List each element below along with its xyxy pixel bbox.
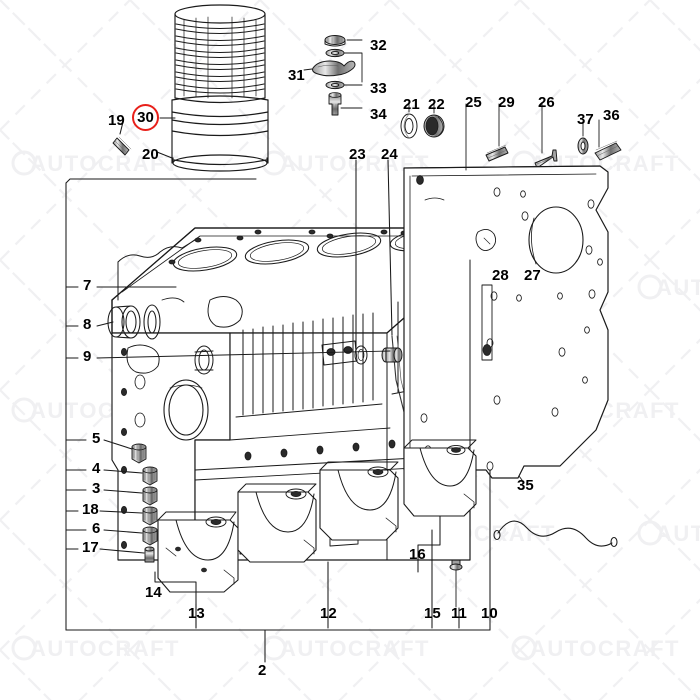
fastener-stack bbox=[131, 443, 158, 563]
callout-16[interactable]: 16 bbox=[409, 546, 426, 563]
svg-text:AUTOCRAFT: AUTOCRAFT bbox=[656, 521, 700, 546]
callout-27[interactable]: 27 bbox=[524, 267, 541, 284]
callout-32[interactable]: 32 bbox=[370, 37, 387, 54]
callout-21[interactable]: 21 bbox=[403, 96, 420, 113]
callout-25[interactable]: 25 bbox=[465, 94, 482, 111]
parts-21-22-seals bbox=[400, 103, 445, 139]
callout-9[interactable]: 9 bbox=[83, 348, 92, 365]
callout-4[interactable]: 4 bbox=[92, 460, 101, 477]
callout-10[interactable]: 10 bbox=[481, 605, 498, 622]
callout-23[interactable]: 23 bbox=[349, 146, 366, 163]
block-rear-detail bbox=[469, 229, 497, 471]
callout-31[interactable]: 31 bbox=[288, 67, 305, 84]
callout-6[interactable]: 6 bbox=[92, 520, 101, 537]
callout-34[interactable]: 34 bbox=[370, 106, 387, 123]
part-19-dowel-pin bbox=[112, 136, 132, 156]
parts-37-36 bbox=[577, 119, 622, 161]
svg-text:AUTOCRAFT: AUTOCRAFT bbox=[30, 151, 180, 176]
callout-36[interactable]: 36 bbox=[603, 107, 620, 124]
callout-26[interactable]: 26 bbox=[538, 94, 555, 111]
callout-29[interactable]: 29 bbox=[498, 94, 515, 111]
leader-lines bbox=[65, 117, 491, 663]
svg-text:AUTOCRAFT: AUTOCRAFT bbox=[280, 636, 430, 661]
callout-18[interactable]: 18 bbox=[82, 501, 99, 518]
callout-30-highlighted[interactable]: 30 bbox=[132, 104, 159, 131]
svg-text:AUTOCRAFT: AUTOCRAFT bbox=[656, 275, 700, 300]
callout-28[interactable]: 28 bbox=[492, 267, 509, 284]
callout-13[interactable]: 13 bbox=[188, 605, 205, 622]
callout-19[interactable]: 19 bbox=[108, 112, 125, 129]
callout-37[interactable]: 37 bbox=[577, 111, 594, 128]
callout-15[interactable]: 15 bbox=[424, 605, 441, 622]
svg-text:AUTOCRAFT: AUTOCRAFT bbox=[530, 636, 680, 661]
callout-35[interactable]: 35 bbox=[517, 477, 534, 494]
callout-8[interactable]: 8 bbox=[83, 316, 92, 333]
callout-17[interactable]: 17 bbox=[82, 539, 99, 556]
svg-text:AUTOCRAFT: AUTOCRAFT bbox=[30, 636, 180, 661]
callout-3[interactable]: 3 bbox=[92, 480, 101, 497]
callout-11[interactable]: 11 bbox=[451, 605, 467, 622]
main-bearing-caps bbox=[157, 439, 477, 593]
part-10-wire bbox=[493, 520, 618, 548]
cylinder-block-main bbox=[107, 227, 471, 561]
cylinder-liner-assembly bbox=[171, 4, 269, 172]
callout-33[interactable]: 33 bbox=[370, 80, 387, 97]
parts-29-26-bolts bbox=[485, 103, 558, 169]
callout-7[interactable]: 7 bbox=[83, 277, 92, 294]
callout-12[interactable]: 12 bbox=[320, 605, 337, 622]
callout-22[interactable]: 22 bbox=[428, 96, 445, 113]
callout-24[interactable]: 24 bbox=[381, 146, 398, 163]
parts-31-34-hardware bbox=[303, 35, 363, 116]
callout-5[interactable]: 5 bbox=[92, 430, 101, 447]
callout-14[interactable]: 14 bbox=[145, 584, 162, 601]
callout-20[interactable]: 20 bbox=[142, 146, 159, 163]
callout-2[interactable]: 2 bbox=[258, 662, 267, 679]
